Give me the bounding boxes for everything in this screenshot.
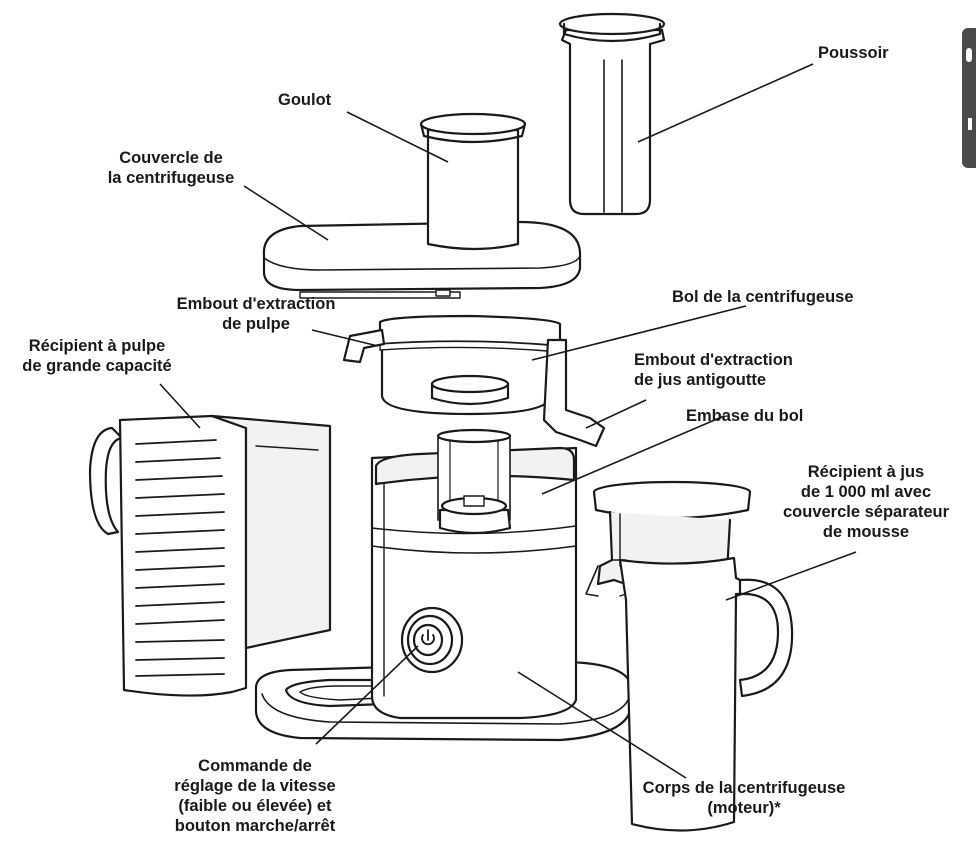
motor-base-part	[254, 428, 634, 742]
label-embase: Embase du bol	[686, 407, 804, 425]
juice-jug-part	[585, 480, 794, 832]
tab-marker	[966, 48, 972, 62]
label-bol: Bol de la centrifugeuse	[672, 288, 854, 306]
chapter-tab	[962, 28, 976, 168]
leader-lines	[159, 63, 857, 779]
tab-marker	[968, 118, 972, 130]
lid-part	[262, 112, 582, 299]
label-poussoir: Poussoir	[818, 44, 889, 62]
pulp-container-part	[88, 414, 332, 697]
label-goulot: Goulot	[278, 91, 332, 109]
bowl-part	[342, 314, 606, 448]
pusher-part	[558, 12, 666, 216]
label-corps: Corps de la centrifugeuse(moteur)*	[642, 779, 846, 817]
power-icon[interactable]	[421, 629, 435, 646]
